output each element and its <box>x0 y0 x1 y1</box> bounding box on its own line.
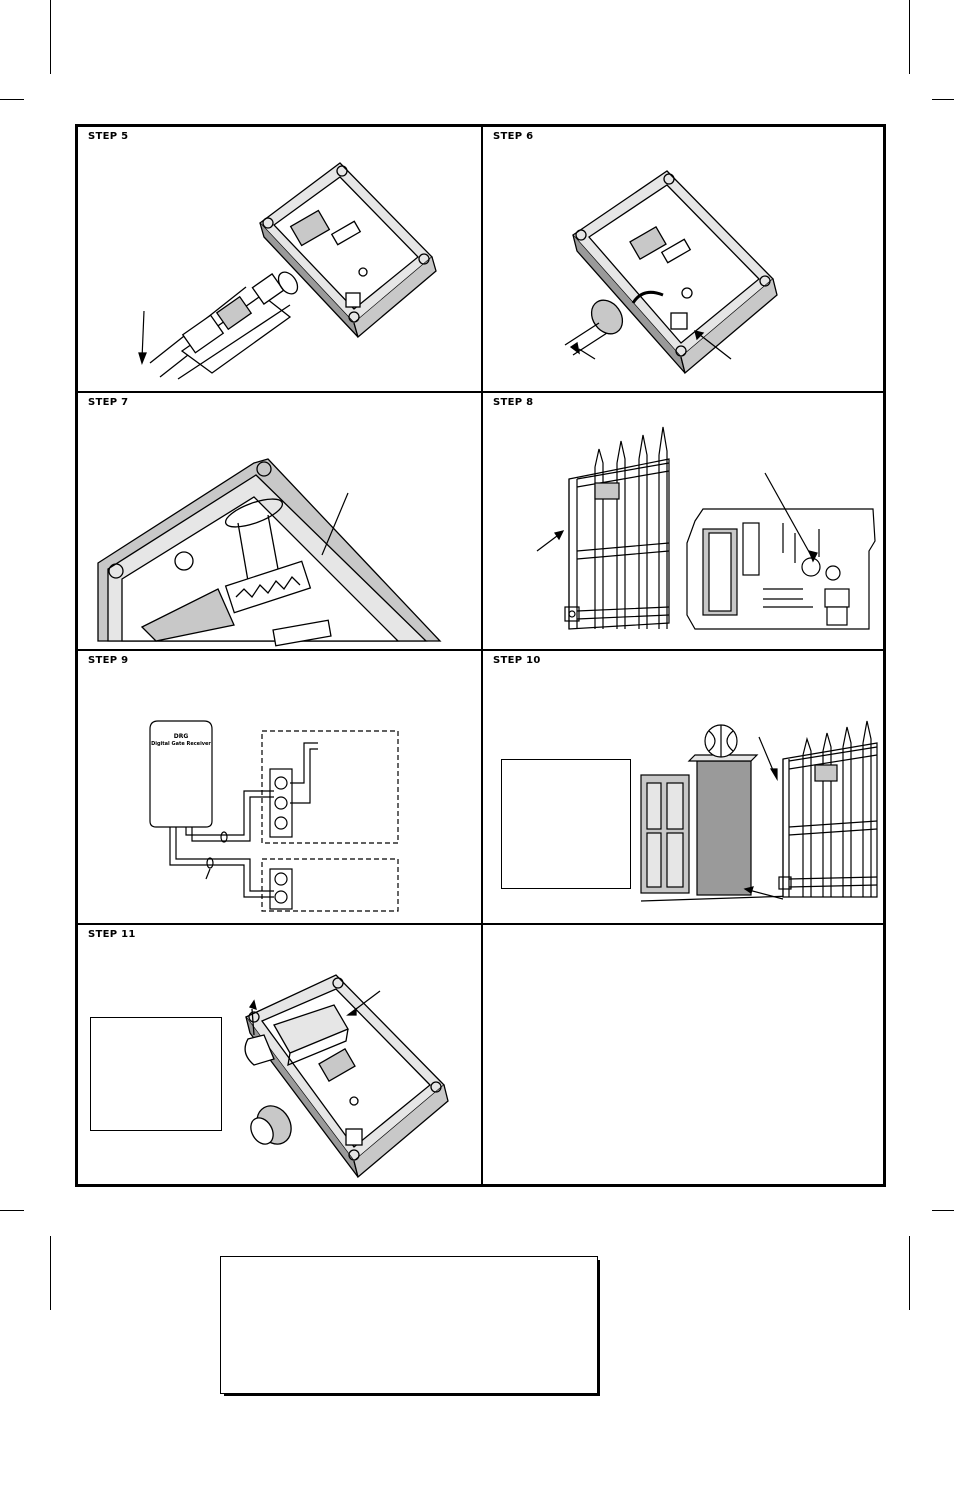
step-6-panel: STEP 6 <box>483 127 886 391</box>
step-7-panel: STEP 7 <box>78 393 481 649</box>
crop-mark <box>932 99 954 100</box>
grid-divider <box>481 127 483 1184</box>
note-box <box>90 1017 222 1131</box>
step-9-panel: STEP 9 DRG Digital Gate <box>78 651 481 923</box>
step-label: STEP 10 <box>493 655 541 666</box>
step-label: STEP 9 <box>88 655 129 666</box>
gate-post-illustration <box>640 720 878 902</box>
receiver-label-brand: DRG <box>173 733 189 740</box>
steps-grid: STEP 5 <box>75 124 886 1187</box>
gate-and-circuit-board-illustration <box>536 426 876 630</box>
grid-divider <box>78 391 883 393</box>
step-label: STEP 7 <box>88 397 129 408</box>
wiring-diagram <box>149 720 399 912</box>
enclosure-wiring-illustration <box>564 170 778 375</box>
step-label: STEP 5 <box>88 131 129 142</box>
crop-mark <box>909 0 910 74</box>
jumper-wire-illustration <box>97 458 442 647</box>
step-label: STEP 8 <box>493 397 534 408</box>
crop-mark <box>50 1236 51 1310</box>
crop-mark <box>0 1210 24 1211</box>
step-8-panel: STEP 8 <box>483 393 886 649</box>
enclosure-battery-illustration <box>244 974 449 1179</box>
step-11-panel: STEP 11 <box>78 925 481 1187</box>
note-box <box>501 759 631 889</box>
step-label: STEP 6 <box>493 131 534 142</box>
notice-box <box>220 1256 600 1396</box>
receiver-label-name: Digital Gate Receiver <box>151 741 211 747</box>
crop-mark <box>0 99 24 100</box>
crop-mark <box>909 1236 910 1310</box>
grid-divider <box>78 923 883 925</box>
step-10-panel: STEP 10 <box>483 651 886 923</box>
step-label: STEP 11 <box>88 929 136 940</box>
step-5-panel: STEP 5 <box>78 127 481 391</box>
empty-panel <box>483 925 886 1187</box>
crop-mark <box>50 0 51 74</box>
enclosure-cable-gland-illustration <box>138 162 437 380</box>
crop-mark <box>932 1210 954 1211</box>
grid-divider <box>78 649 883 651</box>
